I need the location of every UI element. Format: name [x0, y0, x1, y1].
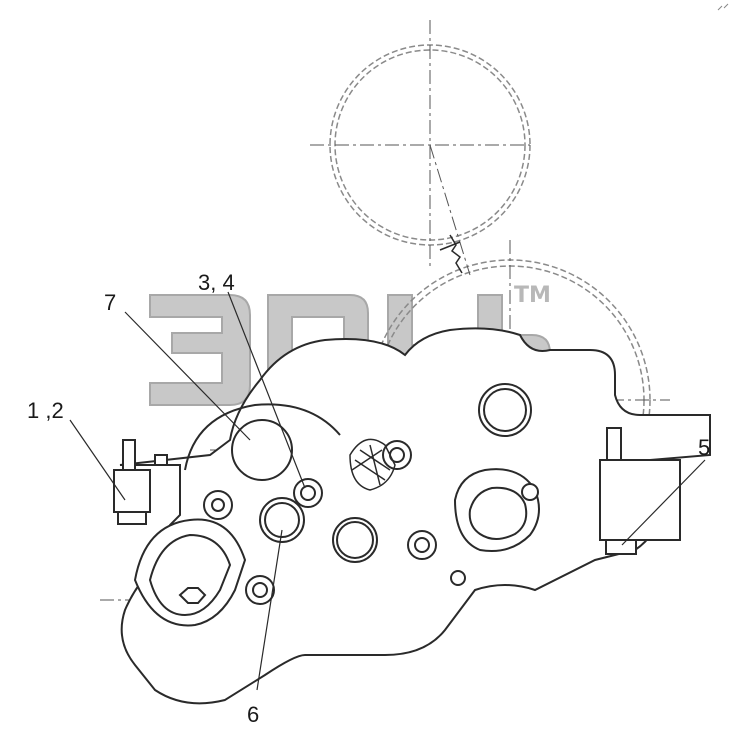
- gear-bore-7: [231, 419, 293, 481]
- callout-6: 6: [247, 702, 259, 727]
- left-stud-nut: [117, 511, 147, 525]
- leader-3-4: [227, 291, 306, 489]
- watermark-tm: TM: [514, 283, 551, 308]
- mesh-mark: [439, 234, 463, 274]
- callout-1-2: 1 ,2: [27, 398, 64, 423]
- callout-7: 7: [104, 290, 116, 315]
- right-stud-nut: [605, 539, 637, 555]
- o-ring-upper: [478, 383, 532, 437]
- leader-1-2: [69, 419, 126, 501]
- hex-bolt: [178, 587, 207, 604]
- holes: [203, 383, 539, 605]
- leader-7: [124, 311, 251, 441]
- callout-5: 5: [698, 435, 710, 460]
- corner-mark: [717, 3, 729, 11]
- right-stud: [606, 427, 622, 461]
- leader-5: [621, 459, 706, 546]
- leader-6: [256, 529, 283, 691]
- valve-hatch: [349, 438, 396, 491]
- left-stud: [122, 439, 136, 473]
- o-ring-lower: [332, 517, 378, 563]
- left-stud-boss: [113, 469, 151, 513]
- right-stud-boss: [599, 459, 681, 541]
- o-ring-6: [259, 497, 305, 543]
- callout-3-4: 3, 4: [198, 270, 235, 295]
- leader-lines: [69, 291, 706, 691]
